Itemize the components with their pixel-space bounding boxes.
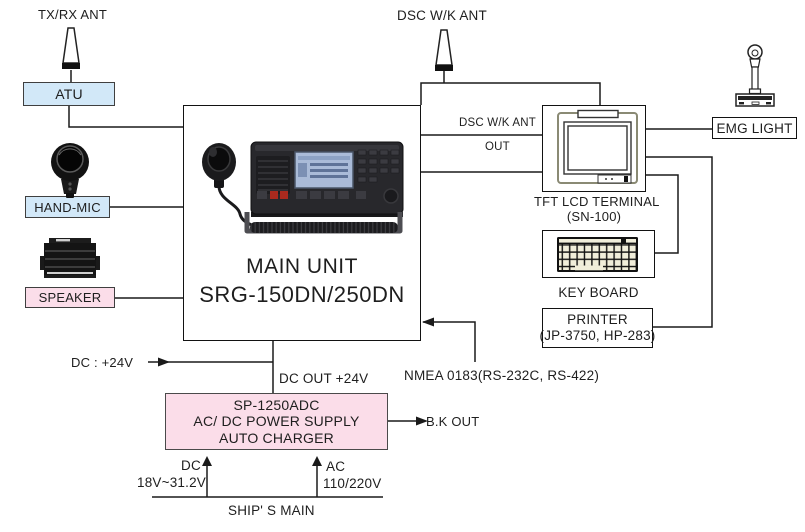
connector-main-tft-top xyxy=(420,82,601,105)
ship-ac-label: AC xyxy=(326,459,346,474)
tx-rx-ant-label: TX/RX ANT xyxy=(38,7,107,22)
printer-model: (JP-3750, HP-283) xyxy=(539,328,656,343)
hand-mic-icon xyxy=(51,143,89,198)
connector-tft-printer xyxy=(646,156,713,328)
power-supply-box: SP-1250ADC AC/ DC POWER SUPPLY AUTO CHAR… xyxy=(165,393,388,450)
ships-main-label: SHIP' S MAIN xyxy=(228,503,315,518)
hand-mic-box: HAND-MIC xyxy=(25,196,110,218)
atu-label: ATU xyxy=(55,86,83,102)
keyboard-box xyxy=(542,230,655,278)
dsc-out-line2-label: OUT xyxy=(485,141,510,153)
nmea-label: NMEA 0183(RS-232C, RS-422) xyxy=(404,368,600,383)
tx-rx-antenna-icon xyxy=(62,27,80,69)
keyboard-label: KEY BOARD xyxy=(558,285,639,300)
tft-terminal-model: (SN-100) xyxy=(566,209,622,224)
power-supply-model: SP-1250ADC xyxy=(233,396,320,413)
connector-atu-main xyxy=(68,106,183,128)
connector-nmea xyxy=(423,321,476,362)
main-unit-model: SRG-150DN/250DN xyxy=(199,282,405,307)
printer-name: PRINTER xyxy=(567,312,628,327)
ship-dc-range-label: 18V~31.2V xyxy=(137,475,206,490)
emg-light-box: EMG LIGHT xyxy=(712,117,797,139)
bk-out-label: B.K OUT xyxy=(426,414,480,429)
ship-ac-range-label: 110/220V xyxy=(323,476,382,491)
dsc-ant-label: DSC W/K ANT xyxy=(397,8,487,23)
power-supply-line3: AUTO CHARGER xyxy=(219,429,334,446)
arrow-ship-ac-icon xyxy=(312,456,322,466)
speaker-label: SPEAKER xyxy=(38,290,102,305)
tft-terminal-label: TFT LCD TERMINAL (SN-100) xyxy=(534,194,660,224)
dc-input-label: DC : +24V xyxy=(71,355,134,370)
hand-mic-label: HAND-MIC xyxy=(34,199,101,215)
ship-dc-label: DC xyxy=(181,458,201,473)
speaker-icon xyxy=(40,238,100,278)
dsc-antenna-icon xyxy=(435,29,453,71)
arrow-ship-dc-icon xyxy=(202,456,212,466)
main-unit-name: MAIN UNIT xyxy=(246,255,358,278)
emg-light-icon xyxy=(735,44,775,107)
printer-box: PRINTER (JP-3750, HP-283) xyxy=(539,308,656,348)
arrow-nmea-icon xyxy=(422,317,434,327)
speaker-box: SPEAKER xyxy=(25,287,115,308)
atu-box: ATU xyxy=(23,82,115,106)
dc-output-label: DC OUT +24V xyxy=(279,371,369,386)
dsc-out-line1-label: DSC W/K ANT xyxy=(459,117,536,129)
tft-terminal-box xyxy=(542,105,646,192)
power-supply-line2: AC/ DC POWER SUPPLY xyxy=(193,413,360,430)
main-unit-box: MAIN UNIT SRG-150DN/250DN xyxy=(183,105,421,341)
tft-terminal-name: TFT LCD TERMINAL xyxy=(534,194,660,209)
arrow-dc-input-icon xyxy=(158,357,170,367)
emg-light-label: EMG LIGHT xyxy=(716,120,793,136)
